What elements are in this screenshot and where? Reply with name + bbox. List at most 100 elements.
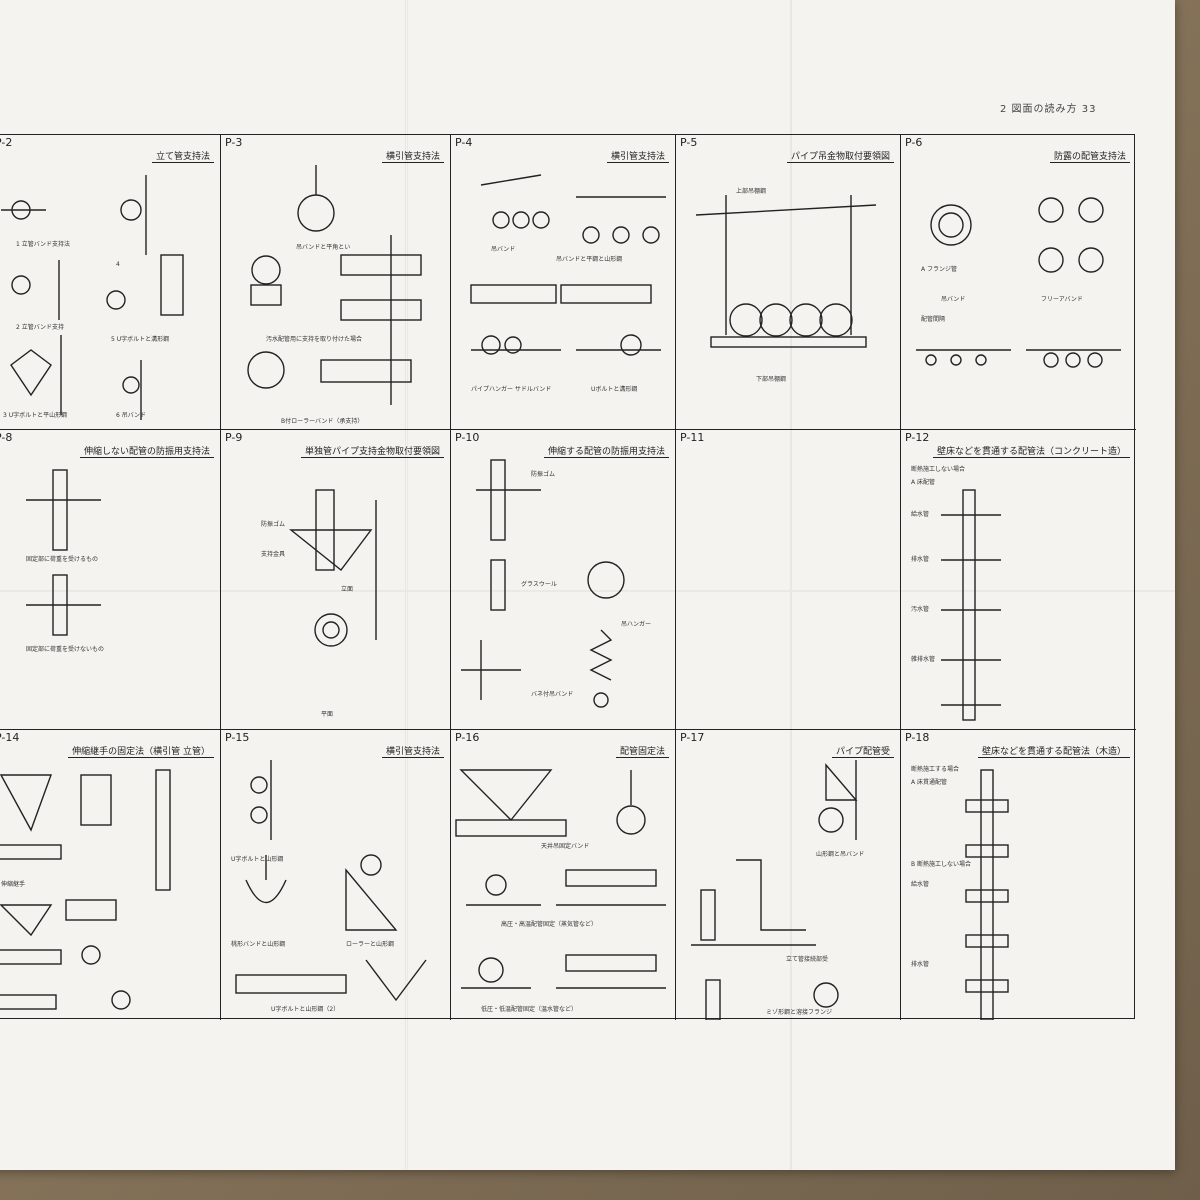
pipe-support-drawing [289, 489, 377, 647]
panel-p2: P-2 立て管支持法 1 立管バンド支持法 2 立管バンド支持 3 U字ボルトと… [0, 135, 221, 430]
caption: 吊バンドと平角とい [296, 244, 351, 251]
panel-title: パイプ配管受 [831, 744, 894, 758]
panel-title: 防露の配管支持法 [1049, 149, 1130, 163]
caption: 平面 [321, 711, 334, 718]
pipe-support-drawing [0, 769, 171, 1010]
caption: 雑排水管 [911, 656, 936, 663]
panel-grid: P-2 立て管支持法 1 立管バンド支持法 2 立管バンド支持 3 U字ボルトと… [0, 134, 1136, 1020]
caption: フリーアバンド [1041, 296, 1083, 303]
fold-line [790, 0, 792, 1170]
panel-title: 壁床などを貫通する配管法（コンクリート造） [932, 444, 1130, 458]
caption: 3 U字ボルトと平山形鋼 [3, 412, 68, 419]
panel-p3: P-3 横引管支持法 吊バンドと平角とい 汚水配管用に支持を取り付けた場合 B付… [221, 135, 451, 430]
caption: 吊バンド [941, 296, 966, 303]
caption: 汚水管 [911, 606, 930, 613]
caption: 配管間隔 [921, 316, 946, 323]
caption: 伸縮継手 [1, 881, 26, 888]
panel-title: 伸縮継手の固定法（横引管 立管） [68, 744, 214, 758]
panel-p18: P-18 壁床などを貫通する配管法（木造） 断熱施工する場合 A 床貫通配管 B… [901, 730, 1136, 1020]
panel-p8: P-8 伸縮しない配管の防振用支持法 固定部に荷重を受けるもの 固定部に荷重を受… [0, 430, 221, 730]
caption: 防振ゴム [261, 521, 286, 528]
paper-tab [800, 1148, 812, 1170]
caption: 支持金具 [261, 551, 286, 558]
panel-title: 立て管支持法 [151, 149, 214, 163]
caption: 6 吊バンド [116, 412, 147, 419]
caption: 上部吊棚鋼 [736, 188, 767, 195]
caption: 排水管 [911, 556, 930, 563]
panel-p17: P-17 パイプ配管受 山形鋼と吊バンド 立て管接続部受 ミゾ形鋼と溶接フランジ [676, 730, 901, 1020]
panel-title: 横引管支持法 [381, 149, 444, 163]
caption: B 断熱施工しない場合 [911, 861, 972, 868]
fold-line [0, 590, 1175, 592]
caption: 天井吊固定バンド [541, 843, 590, 850]
caption: 2 立管バンド支持 [16, 324, 65, 331]
drawing-sheet: 2 図面の読み方 33 P-2 立て管支持法 1 立管バンド支持法 2 立管バン… [0, 0, 1175, 1170]
caption: U字ボルトと山形鋼（2） [271, 1006, 340, 1013]
panel-code: P-17 [680, 731, 705, 744]
caption: 固定部に荷重を受けるもの [26, 556, 99, 563]
panel-title: 伸縮しない配管の防振用支持法 [79, 444, 214, 458]
panel-p11: P-11 [676, 430, 901, 730]
panel-title: 配管固定法 [615, 744, 669, 758]
caption: 5 U字ボルトと溝形鋼 [111, 336, 170, 343]
pipe-support-drawing [916, 197, 1121, 368]
panel-p14: P-14 伸縮継手の固定法（横引管 立管） 伸縮継手 [0, 730, 221, 1020]
panel-code: P-5 [680, 136, 698, 149]
caption: 汚水配管用に支持を取り付けた場合 [266, 336, 363, 343]
caption: 吊バンド [491, 246, 516, 253]
pipe-support-drawing [1, 175, 184, 420]
panel-title: 壁床などを貫通する配管法（木造） [977, 744, 1130, 758]
caption: 断熱施工しない場合 [911, 466, 966, 473]
caption: ローラーと山形鋼 [346, 941, 395, 948]
page-header: 2 図面の読み方 33 [1000, 104, 1097, 115]
fold-line [405, 0, 408, 1170]
caption: 立て管接続部受 [786, 956, 829, 963]
pipe-support-drawing [461, 459, 625, 708]
pipe-support-drawing [247, 165, 422, 405]
panel-code: P-3 [225, 136, 243, 149]
caption: 排水管 [911, 961, 930, 968]
pipe-support-drawing [941, 489, 1001, 721]
caption: 低圧・低温配管固定（温水管など） [481, 1006, 578, 1013]
caption: バネ付吊バンド [531, 691, 574, 698]
caption: A フランジ管 [921, 266, 958, 273]
caption: パイプハンガー サドルバンド [471, 386, 552, 393]
caption: 吊バンドと平鋼と山形鋼 [556, 256, 623, 263]
caption: グラスウール [521, 581, 557, 588]
panel-code: P-16 [455, 731, 480, 744]
caption: 防振ゴム [531, 471, 556, 478]
panel-code: P-15 [225, 731, 250, 744]
panel-p16: P-16 配管固定法 天井吊固定バンド 高圧・高温配管固定（蒸気管など） 低圧・… [451, 730, 676, 1020]
caption: 給水管 [911, 511, 930, 518]
pipe-support-drawing [965, 769, 1009, 1020]
panel-p9: P-9 単独管パイプ支持金物取付要領図 防振ゴム 支持金具 立面 平面 [221, 430, 451, 730]
caption: U字ボルトと山形鋼 [231, 856, 284, 863]
caption: 吊ハンガー [621, 621, 652, 628]
caption: 断熱施工する場合 [911, 766, 960, 773]
panel-code: P-4 [455, 136, 473, 149]
caption: A 床貫通配管 [911, 779, 948, 786]
pipe-support-drawing [26, 469, 101, 636]
caption: 下部吊棚鋼 [756, 376, 787, 383]
panel-p12: P-12 壁床などを貫通する配管法（コンクリート造） 断熱施工しない場合 A 床… [901, 430, 1136, 730]
panel-p6: P-6 防露の配管支持法 A フランジ管 吊バンド フリーアバンド 配管間隔 [901, 135, 1136, 430]
caption: 給水管 [911, 881, 930, 888]
panel-p4: P-4 横引管支持法 吊バンド 吊バンドと平鋼と山形鋼 パイプハンガー サドルバ… [451, 135, 676, 430]
panel-p5: P-5 パイプ吊金物取付要領図 上部吊棚鋼 下部吊棚鋼 [676, 135, 901, 430]
pipe-support-drawing [470, 174, 666, 356]
caption: 1 立管バンド支持法 [16, 241, 71, 248]
panel-code: P-14 [0, 731, 20, 744]
panel-title: 横引管支持法 [606, 149, 669, 163]
panel-p10: P-10 伸縮する配管の防振用支持法 防振ゴム グラスウール 吊ハンガー バネ付… [451, 430, 676, 730]
caption: 山形鋼と吊バンド [816, 851, 865, 858]
caption: A 床配管 [911, 479, 936, 486]
panel-code: P-12 [905, 431, 930, 444]
caption: B付ローラーバンド（承支持） [281, 418, 364, 425]
panel-code: P-2 [0, 136, 13, 149]
caption: ミゾ形鋼と溶接フランジ [766, 1009, 833, 1016]
panel-code: P-18 [905, 731, 930, 744]
panel-title: 単独管パイプ支持金物取付要領図 [300, 444, 444, 458]
pipe-support-drawing [455, 769, 666, 989]
panel-title: 伸縮する配管の防振用支持法 [543, 444, 669, 458]
panel-title: 横引管支持法 [381, 744, 444, 758]
